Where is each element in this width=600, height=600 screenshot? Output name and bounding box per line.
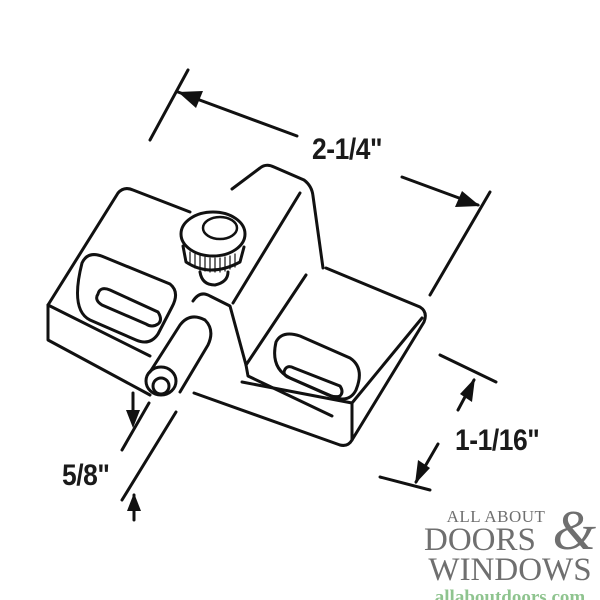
thumbscrew xyxy=(179,210,247,287)
bracket-body xyxy=(46,163,427,447)
dimension-length-label: 2-1/4" xyxy=(312,133,383,166)
dimension-pin-label: 5/8" xyxy=(62,459,110,492)
logo-line-all-about: ALL ABOUT xyxy=(446,507,546,526)
logo-url-link[interactable]: allaboutdoors.com xyxy=(434,587,586,600)
logo-line-doors: DOORS xyxy=(424,522,536,558)
logo-line-windows: WINDOWS xyxy=(428,552,592,588)
dimension-height-lines xyxy=(378,353,498,492)
dimension-pin-lines xyxy=(120,391,178,522)
dimension-length-lines xyxy=(148,68,492,297)
logo-ampersand: & xyxy=(552,500,596,562)
pin xyxy=(144,315,213,397)
brand-logo[interactable]: ALL ABOUT DOORS & WINDOWS allaboutdoors.… xyxy=(420,503,600,600)
dimension-height-label: 1-1/16" xyxy=(455,424,540,457)
